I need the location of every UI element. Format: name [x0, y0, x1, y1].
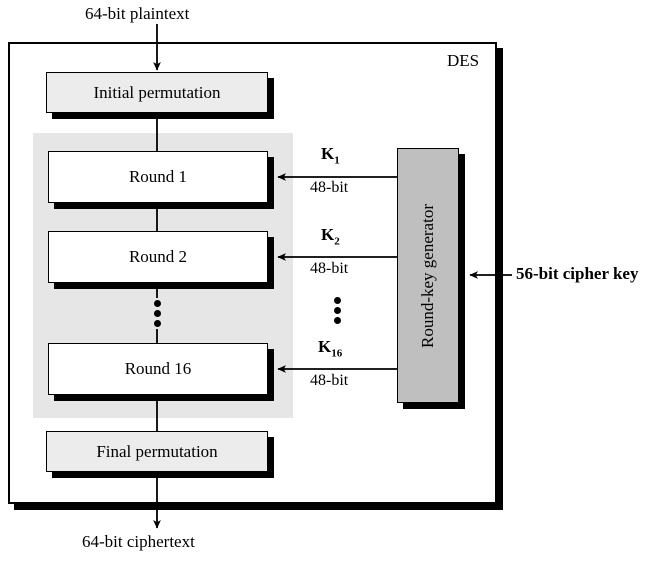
round-2-box[interactable]: Round 2 — [48, 231, 268, 283]
round-16-box[interactable]: Round 16 — [48, 343, 268, 395]
initial-permutation-box[interactable]: Initial permutation — [46, 72, 268, 113]
round-1-box[interactable]: Round 1 — [48, 151, 268, 203]
round-key-2-name: K — [321, 225, 335, 244]
round-key-1-name: K — [321, 144, 335, 163]
rounds-ellipsis-icon — [154, 300, 161, 327]
round-key-2-bits: 48-bit — [310, 260, 349, 277]
round-key-1-bits: 48-bit — [310, 179, 349, 196]
round-key-16-bits: 48-bit — [310, 372, 349, 389]
round-key-1-label: K1 — [321, 145, 340, 166]
output-ciphertext-label: 64-bit ciphertext — [82, 532, 195, 551]
round-key-1-index: 1 — [334, 154, 340, 167]
input-plaintext-label: 64-bit plaintext — [85, 4, 190, 23]
round-16-label: Round 16 — [124, 359, 192, 378]
round-key-2-label: K2 — [321, 226, 340, 247]
round-2-label: Round 2 — [128, 247, 188, 266]
round-key-2-index: 2 — [334, 235, 340, 248]
round-key-generator-box[interactable]: Round-key generator — [397, 148, 459, 403]
des-title-label: DES — [447, 51, 480, 70]
round-key-16-label: K16 — [318, 338, 342, 359]
round-key-generator-label: Round-key generator — [418, 203, 437, 348]
final-permutation-label: Final permutation — [96, 441, 218, 461]
round-key-16-name: K — [318, 337, 332, 356]
keys-ellipsis-icon — [334, 297, 341, 324]
round-key-16-index: 16 — [331, 347, 343, 360]
initial-permutation-label: Initial permutation — [93, 82, 221, 102]
final-permutation-box[interactable]: Final permutation — [46, 431, 268, 472]
round-1-label: Round 1 — [128, 167, 188, 186]
cipher-key-label: 56-bit cipher key — [516, 264, 639, 283]
